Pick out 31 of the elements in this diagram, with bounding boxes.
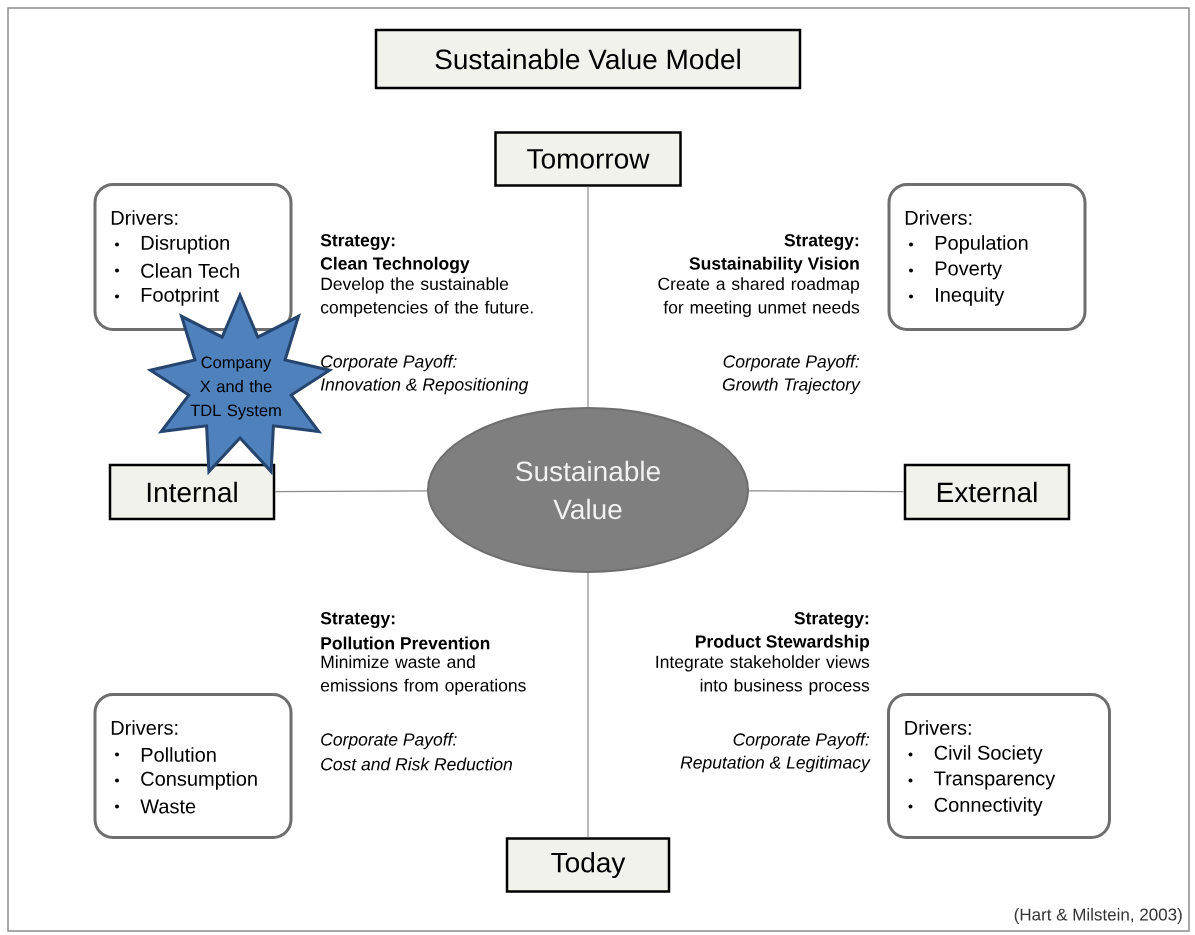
payoff-text: Corporate Payoff: — [733, 732, 870, 750]
citation: (Hart & Milstein, 2003) — [1014, 908, 1182, 924]
strategy-heading: Strategy: — [784, 234, 859, 250]
axis-box: Today — [505, 837, 671, 893]
payoff-text: Corporate Payoff: — [723, 354, 860, 372]
strategy-heading: Pollution Prevention — [321, 636, 490, 650]
payoff-text: Corporate Payoff: — [321, 732, 457, 750]
drivers-box: Drivers: Civil Society Transparency Connectivity — [887, 693, 1111, 839]
payoff-text: Cost and Risk Reduction — [321, 757, 512, 771]
connector-line — [274, 490, 428, 493]
strategy-heading: Sustainability Vision — [689, 256, 859, 274]
connector-line — [748, 490, 905, 493]
axis-box: External — [903, 463, 1071, 521]
strategy-heading: Clean Technology — [320, 256, 470, 274]
strategy-text: Integrate stakeholder views into business process — [656, 655, 870, 695]
drivers-box: Drivers: Population Poverty Inequity — [887, 183, 1087, 331]
strategy-heading: Strategy: — [320, 612, 395, 628]
connector-line — [587, 572, 589, 838]
strategy-heading: Strategy: — [794, 612, 869, 628]
strategy-text: Create a shared roadmap for meeting unmet needs — [658, 277, 860, 317]
title-box: Sustainable Value Model — [374, 28, 802, 90]
strategy-heading: Product Stewardship — [695, 634, 870, 652]
drivers-box: Drivers: Pollution Consumption Waste — [93, 693, 293, 839]
drivers-box: Drivers: Disruption Clean Tech Footprint — [93, 183, 293, 331]
connector-line — [587, 186, 589, 408]
payoff-text: Reputation & Legitimacy — [680, 755, 871, 773]
axis-box: Tomorrow — [494, 131, 682, 187]
strategy-heading: Strategy: — [320, 234, 395, 250]
strategy-text: Minimize waste and emissions from operations — [320, 655, 526, 695]
axis-box: Internal — [108, 463, 276, 521]
payoff-text: Growth Trajectory — [722, 377, 861, 395]
